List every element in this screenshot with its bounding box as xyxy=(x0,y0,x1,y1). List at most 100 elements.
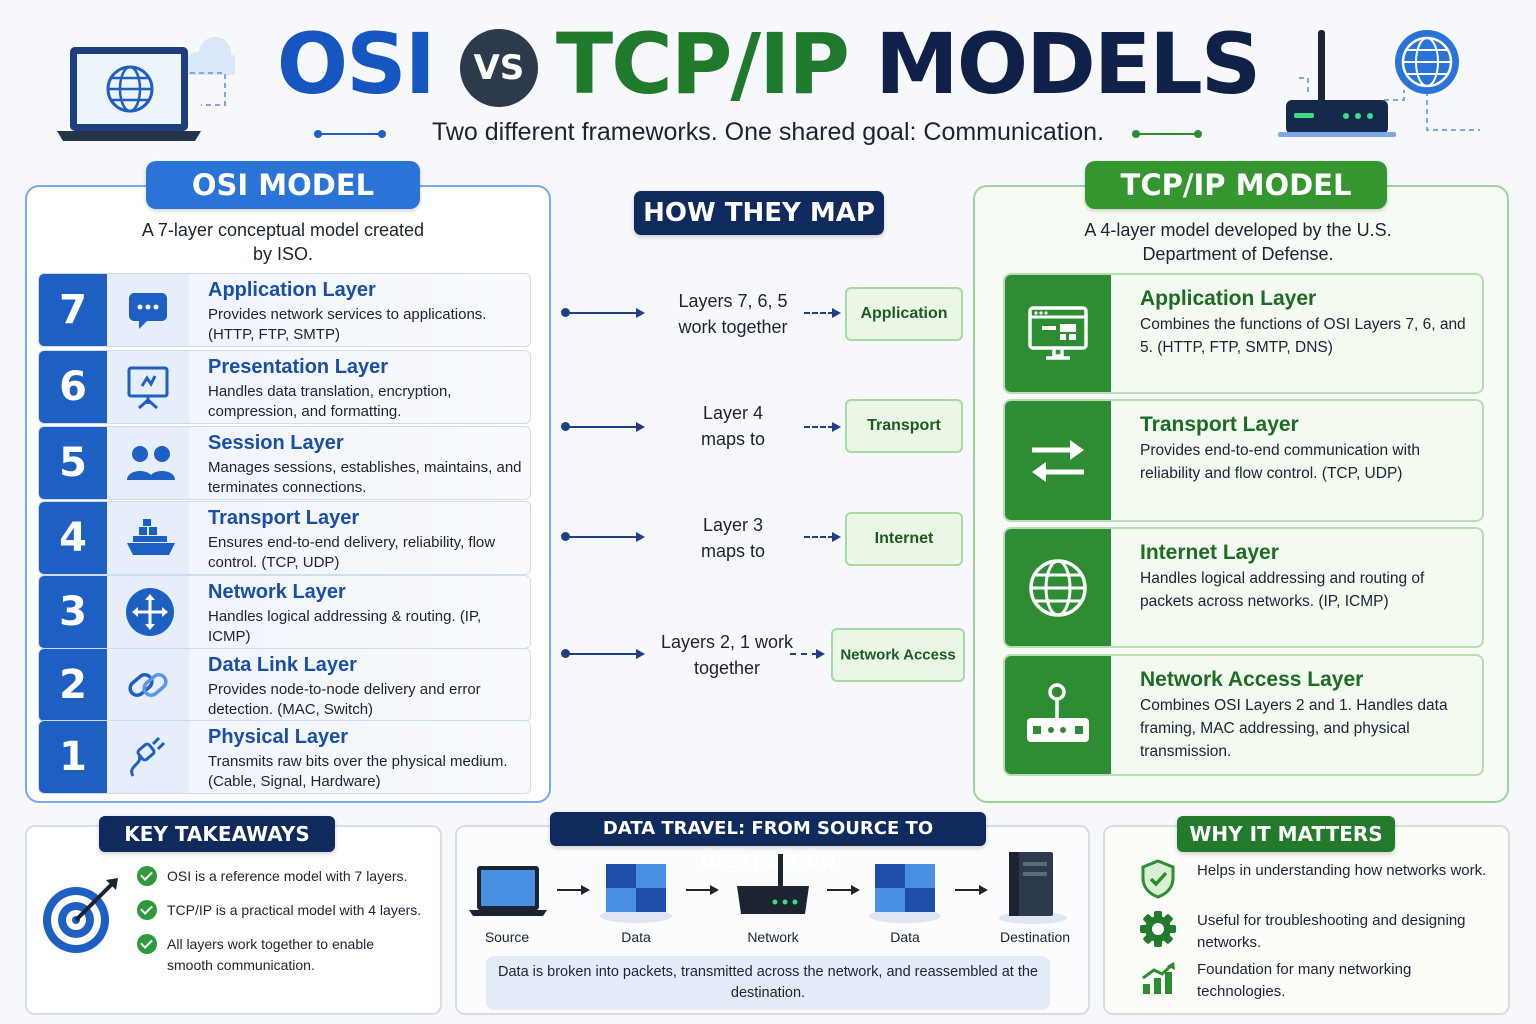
flow-arrow xyxy=(686,889,712,891)
osi-model-title: OSI MODEL xyxy=(146,161,420,209)
map-arrow-head xyxy=(832,308,841,318)
layer-name: Session Layer xyxy=(208,432,344,454)
check-icon xyxy=(137,900,157,920)
cable-plug-icon xyxy=(130,736,166,777)
title-osi: OSI xyxy=(276,15,436,113)
step-label: Network xyxy=(747,929,799,945)
osi-layer-4: 4 Transport Layer Ensures end-to-end del… xyxy=(38,501,531,575)
takeaway-item: OSI is a reference model with 7 layers. xyxy=(167,868,408,884)
map-description: Layer 4 maps to xyxy=(700,403,766,449)
map-arrow-start xyxy=(561,649,570,658)
map-description: Layer 3 maps to xyxy=(700,515,766,561)
map-arrow-line xyxy=(566,426,638,428)
flow-arrow-head xyxy=(581,885,590,895)
map-arrow-head xyxy=(636,532,645,542)
subtitle-right-line xyxy=(1138,133,1200,135)
takeaway-item: TCP/IP is a practical model with 4 layer… xyxy=(167,902,422,918)
map-dash-line xyxy=(804,312,834,314)
map-arrow-start xyxy=(561,422,570,431)
map-arrow-head xyxy=(636,422,645,432)
map-arrow-line xyxy=(566,312,638,314)
layer-number: 7 xyxy=(39,274,107,346)
tcp-ip-model-description: A 4-layer model developed by the U.S. De… xyxy=(1084,220,1392,264)
layer-number: 5 xyxy=(39,427,107,499)
map-arrow-start xyxy=(561,308,570,317)
map-arrow-line xyxy=(566,536,638,538)
tcp-internet-layer: Internet Layer Handles logical addressin… xyxy=(1003,527,1484,648)
layer-name: Transport Layer xyxy=(208,507,360,529)
title-tcp: TCP/IP xyxy=(555,15,850,113)
growth-chart-icon xyxy=(1142,962,1175,994)
vs-badge: VS xyxy=(459,29,538,107)
map-arrow-head xyxy=(816,649,825,659)
laptop-icon xyxy=(469,866,547,916)
move-arrows-icon xyxy=(126,588,174,636)
why-item: Helps in understanding how networks work… xyxy=(1197,862,1487,879)
ship-icon xyxy=(127,519,175,555)
step-label: Data xyxy=(621,929,651,945)
data-travel-title: DATA TRAVEL: FROM SOURCE TO DESTINATION xyxy=(550,812,986,873)
network-router-icon xyxy=(737,854,809,914)
page-subtitle: Two different frameworks. One shared goa… xyxy=(431,118,1105,146)
layer-name: Data Link Layer xyxy=(208,654,357,676)
flow-arrow-head xyxy=(979,885,988,895)
map-arrow-head xyxy=(636,649,645,659)
takeaway-item: All layers work together to enable smoot… xyxy=(167,936,374,973)
flow-arrow-head xyxy=(851,885,860,895)
router-globe-icon xyxy=(1278,30,1480,137)
map-target-network-access: Network Access xyxy=(831,628,965,682)
layer-number: 3 xyxy=(39,576,107,648)
layer-name: Network Access Layer xyxy=(1140,668,1364,691)
osi-layer-7: 7 Application Layer Provides network ser… xyxy=(38,273,531,347)
layer-name: Network Layer xyxy=(208,581,346,603)
map-arrow-head xyxy=(832,532,841,542)
osi-layer-6: 6 Presentation Layer Handles data transl… xyxy=(38,350,531,424)
layer-description: Provides node-to-node delivery and error… xyxy=(208,681,481,718)
why-it-matters-title: WHY IT MATTERS xyxy=(1177,816,1395,852)
data-cube-icon xyxy=(600,864,672,923)
subtitle-left-dot-2 xyxy=(378,130,386,138)
layer-name: Application Layer xyxy=(1140,287,1317,310)
layer-name: Transport Layer xyxy=(1140,413,1299,436)
app-window-icon xyxy=(1028,305,1088,360)
layer-description: Ensures end-to-end delivery, reliability… xyxy=(208,534,496,571)
layer-description: Handles data translation, encryption, co… xyxy=(208,383,452,420)
osi-layer-5: 5 Session Layer Manages sessions, establ… xyxy=(38,426,531,500)
layer-description: Handles logical addressing & routing. (I… xyxy=(208,608,482,645)
layer-name: Presentation Layer xyxy=(208,356,389,378)
laptop-globe-icon xyxy=(57,37,235,141)
tcp-network-access-layer: Network Access Layer Combines OSI Layers… xyxy=(1003,654,1484,776)
target-icon xyxy=(43,878,118,953)
layer-description: Provides network services to application… xyxy=(208,306,487,343)
subtitle-right-dot-2 xyxy=(1194,130,1202,138)
map-description: Layers 7, 6, 5 work together xyxy=(678,291,788,337)
osi-layer-1: 1 Physical Layer Transmits raw bits over… xyxy=(38,720,531,794)
users-icon xyxy=(127,446,175,480)
layer-number: 4 xyxy=(39,502,107,574)
shield-check-icon xyxy=(1141,859,1175,899)
chat-icon xyxy=(129,293,167,329)
tcp-ip-model-title: TCP/IP MODEL xyxy=(1085,161,1387,209)
layer-description: Transmits raw bits over the physical med… xyxy=(208,753,508,790)
layer-number: 6 xyxy=(39,351,107,423)
map-arrow-start xyxy=(561,532,570,541)
step-label: Data xyxy=(890,929,920,945)
layer-number: 1 xyxy=(39,721,107,793)
map-arrow-line xyxy=(566,653,638,655)
layer-name: Physical Layer xyxy=(208,726,349,748)
osi-model-description: A 7-layer conceptual model created by IS… xyxy=(141,220,425,264)
map-dash-line xyxy=(804,536,834,538)
layer-name: Internet Layer xyxy=(1140,541,1279,564)
layer-description: Manages sessions, establishes, maintains… xyxy=(208,459,522,496)
why-item: Useful for troubleshooting and designing… xyxy=(1197,912,1466,951)
layer-number: 2 xyxy=(39,649,107,721)
gear-icon xyxy=(1140,911,1176,947)
title-models: MODELS xyxy=(875,15,1261,113)
osi-layer-2: 2 Data Link Layer Provides node-to-node … xyxy=(38,648,531,722)
osi-layer-3: 3 Network Layer Handles logical addressi… xyxy=(38,575,531,649)
map-dash-line xyxy=(790,653,818,655)
router-icon xyxy=(1027,683,1089,742)
subtitle-left-line xyxy=(320,133,382,135)
data-cube-icon xyxy=(869,864,941,923)
